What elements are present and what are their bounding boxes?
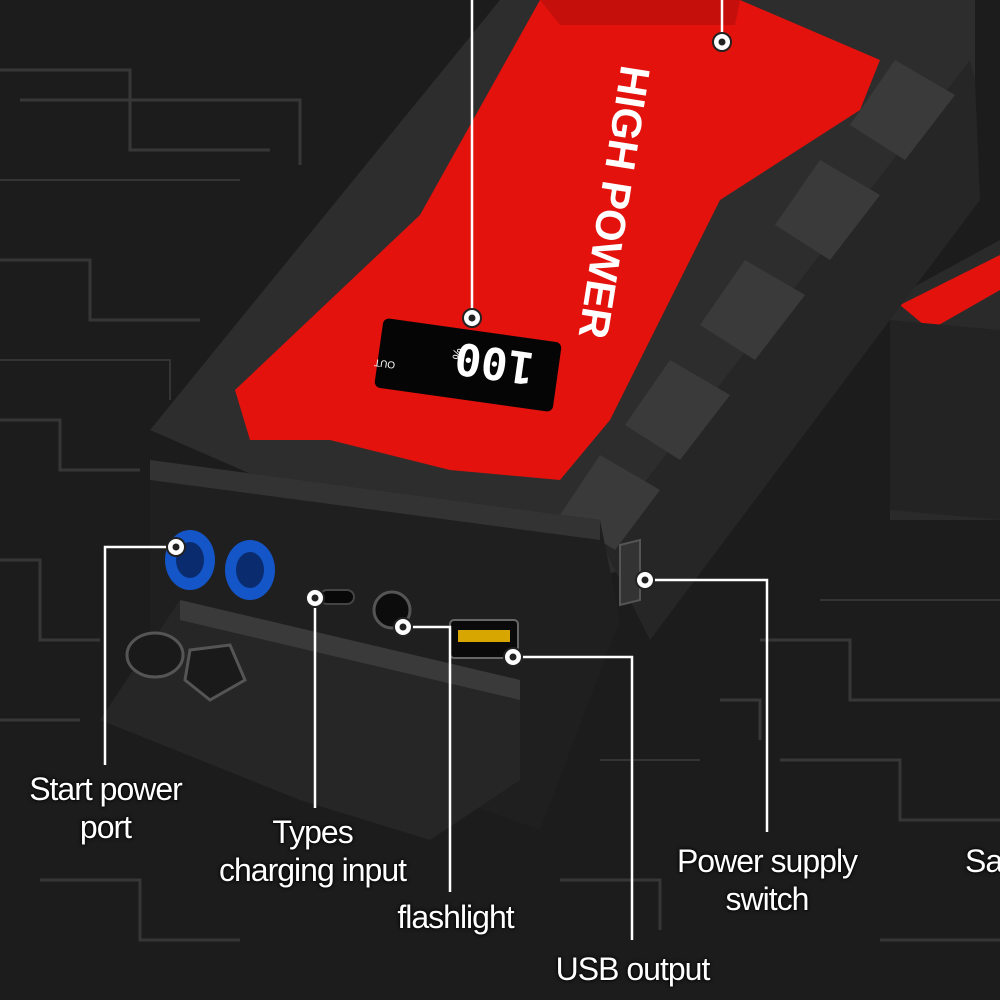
display-unit: % <box>449 347 466 361</box>
battery-display: 100 % OUT <box>374 318 562 412</box>
jump-starter-device: 100 % OUT HIGH POWER <box>100 0 980 840</box>
label-cut-off-partial: Sa <box>965 842 1000 880</box>
secondary-device <box>890 240 1000 520</box>
switch-icon <box>619 538 641 607</box>
callout-markers <box>166 32 732 667</box>
display-reading: 100 <box>452 332 538 394</box>
label-safe-text: Sa <box>965 843 1000 879</box>
label-power-line1: Power supply <box>676 843 858 879</box>
label-flashlight: flashlight <box>388 898 523 936</box>
label-type-line2: charging input <box>218 852 407 888</box>
label-start-line1: Start power <box>29 771 183 807</box>
label-type-line1: Types <box>272 814 353 850</box>
callout-lines <box>103 0 769 940</box>
display-out-label: OUT <box>374 356 396 370</box>
label-start-power-port: Start power port <box>18 770 193 846</box>
label-flashlight-text: flashlight <box>397 899 514 935</box>
label-start-line2: port <box>79 809 132 845</box>
label-type-c-input: Types charging input <box>205 813 420 889</box>
label-power-supply-switch: Power supply switch <box>662 842 872 918</box>
label-usb-text: USB output <box>555 951 711 987</box>
type-c-port <box>319 589 355 605</box>
label-usb-output: USB output <box>545 950 720 988</box>
label-power-line2: switch <box>725 881 810 917</box>
